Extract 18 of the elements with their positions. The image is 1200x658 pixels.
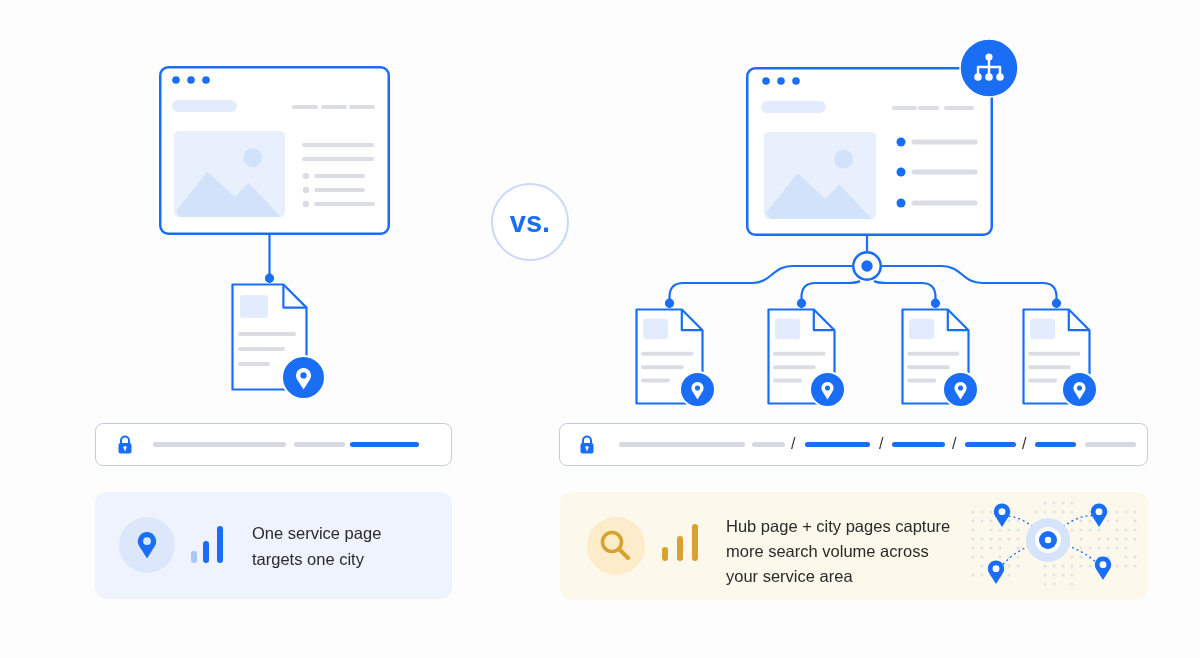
- document-page: [231, 283, 308, 391]
- path-separator: /: [952, 435, 957, 453]
- info-panel: [560, 492, 1148, 600]
- path-separator: /: [879, 435, 884, 453]
- connector-line: [264, 235, 275, 283]
- path-separator: /: [791, 435, 796, 453]
- info-panel: [95, 492, 452, 599]
- path-separator: /: [1022, 435, 1027, 453]
- vs-circle: vs.: [491, 183, 569, 261]
- connector-line: [882, 264, 1062, 308]
- document-page: [635, 308, 704, 405]
- connector-line: [865, 236, 869, 251]
- connector-line: [873, 279, 941, 308]
- junction-circle: [852, 251, 882, 281]
- caption-text: Hub page + city pages capture more search volume across your service area: [726, 516, 952, 587]
- connector-line: [796, 279, 861, 308]
- connector-line: [664, 264, 852, 308]
- caption-text: One service page targets one city: [252, 523, 383, 570]
